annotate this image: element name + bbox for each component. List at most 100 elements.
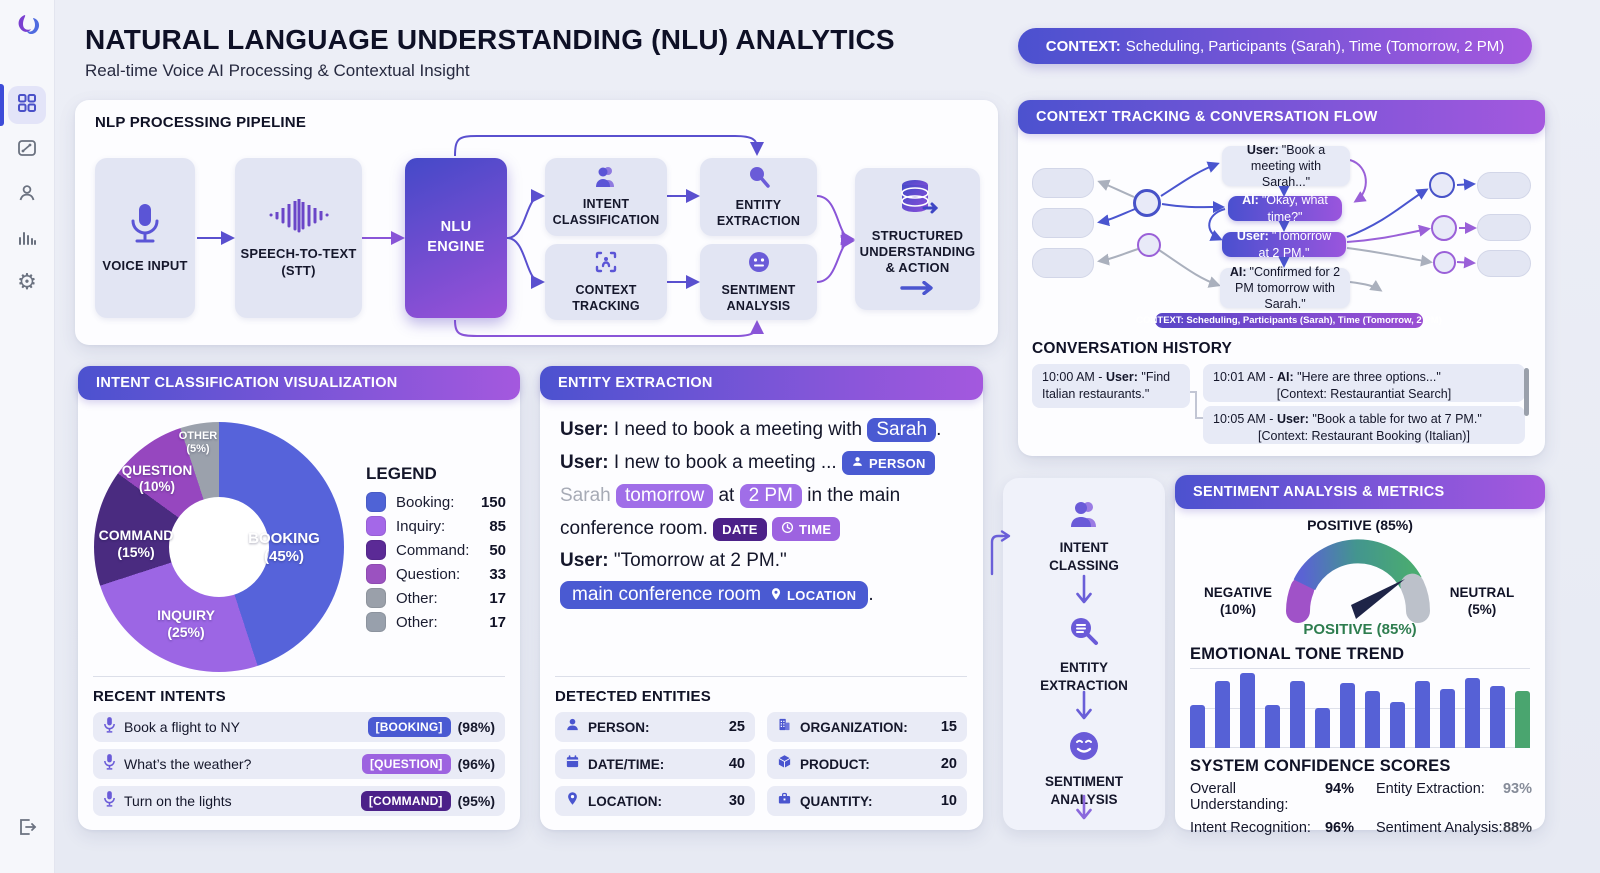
intent-text: Turn on the lights <box>124 793 232 809</box>
legend-row: Booking: 150 <box>366 490 506 514</box>
slice-label-booking: BOOKING(45%) <box>248 530 320 565</box>
entity-stat-value: 20 <box>940 756 957 772</box>
entity-extraction-panel: ENTITY EXTRACTION User: I need to book a… <box>540 366 983 830</box>
person-icon <box>851 455 864 471</box>
legend-label: Booking: <box>396 493 455 511</box>
entity-stat-label: ORGANIZATION: <box>800 719 908 735</box>
tone-bar <box>1340 683 1355 748</box>
tone-bar <box>1440 689 1455 748</box>
legend-value: 17 <box>489 589 506 607</box>
legend-swatch <box>366 612 386 632</box>
legend-label: Other: <box>396 589 438 607</box>
history-item-1: 10:00 AM - User: "Find Italian restauran… <box>1032 364 1190 408</box>
context-tracking-panel: CONTEXT TRACKING & CONVERSATION FLOW <box>1018 100 1545 456</box>
gauge-needle <box>1351 579 1405 619</box>
entity-stat-label: QUANTITY: <box>800 793 873 809</box>
score-value: 94% <box>1324 781 1354 797</box>
entity-stat-label: DATE/TIME: <box>588 756 665 772</box>
score-label: Intent Recognition: <box>1190 820 1311 836</box>
utterance-text: . <box>868 584 874 605</box>
stage-entity-extraction: ENTITY EXTRACTION <box>700 158 817 236</box>
score-label: Sentiment Analysis: <box>1376 820 1503 836</box>
sentiment-panel-header: SENTIMENT ANALYSIS & METRICS <box>1175 475 1545 509</box>
legend-row: Other: 17 <box>366 586 506 610</box>
flow-node-left-2 <box>1032 208 1094 238</box>
entity-type-badge: PERSON <box>842 451 935 475</box>
speaker-label: User: <box>560 550 609 571</box>
tone-bar <box>1415 681 1430 748</box>
flow-connectors <box>1097 159 1477 419</box>
entity-highlight: 2 PM <box>739 484 802 508</box>
building-icon <box>777 717 792 737</box>
entity-line: Sarah tomorrow at 2 PM in the main <box>560 484 969 508</box>
people-icon <box>1067 500 1101 533</box>
logout-icon <box>17 817 37 842</box>
entity-stat-value: 15 <box>940 719 957 735</box>
entity-line: main conference room LOCATION. <box>560 581 969 609</box>
pipeline-title: NLP PROCESSING PIPELINE <box>95 114 307 131</box>
entity-stat: PERSON: 25 <box>555 712 755 742</box>
sidebar-item-users[interactable] <box>8 176 46 214</box>
arrow-down-icon <box>1076 794 1092 820</box>
gauge-top-label: POSITIVE (85%) <box>1307 517 1413 533</box>
entity-stat-label: PERSON: <box>588 719 650 735</box>
context-banner-text: Scheduling, Participants (Sarah), Time (… <box>1125 37 1505 55</box>
recent-intent-row[interactable]: What’s the weather? [QUESTION] (96%) <box>93 749 505 779</box>
recent-intent-row[interactable]: Turn on the lights [COMMAND] (95%) <box>93 786 505 816</box>
legend-value: 17 <box>489 613 506 631</box>
intent-badge: [BOOKING] <box>367 717 451 737</box>
ghost-text: Sarah <box>560 485 611 506</box>
conversation-history-title: CONVERSATION HISTORY <box>1032 340 1233 357</box>
slice-label-command: COMMAND(15%) <box>98 527 174 560</box>
app-logo <box>11 9 47 45</box>
location-tag: LOCATION <box>769 587 856 604</box>
tone-bar <box>1315 708 1330 748</box>
legend-swatch <box>366 588 386 608</box>
entity-stat-value: 10 <box>940 793 957 809</box>
tone-bar <box>1290 681 1305 748</box>
intent-panel-header: INTENT CLASSIFICATION VISUALIZATION <box>78 366 520 400</box>
utterance-text: "Tomorrow at 2 PM." <box>608 550 787 571</box>
score-value: 96% <box>1324 820 1354 836</box>
entity-highlight: tomorrow <box>615 484 714 508</box>
trend-icon <box>17 138 37 163</box>
logout-button[interactable] <box>8 810 46 848</box>
chat-bubble-ai-2: AI:"Confirmed for 2 PM tomorrow with Sar… <box>1220 265 1350 311</box>
flow-node-right-3 <box>1477 250 1531 277</box>
sidebar-item-settings[interactable]: ⚙ <box>8 264 46 302</box>
entity-stat: DATE/TIME: 40 <box>555 749 755 779</box>
flow-step-entity: ENTITY EXTRACTION <box>1003 616 1165 694</box>
page-title: NATURAL LANGUAGE UNDERSTANDING (NLU) ANA… <box>85 24 895 55</box>
intent-text: What’s the weather? <box>124 756 252 772</box>
sidebar-item-analytics[interactable] <box>8 221 46 259</box>
flow-context-pill: CONTEXT: Scheduling, Participants (Sarah… <box>1136 313 1442 328</box>
active-indicator <box>0 84 4 126</box>
magnifier-icon <box>1068 616 1100 653</box>
intent-badge: [QUESTION] <box>361 754 451 774</box>
history-scrollbar[interactable] <box>1524 368 1529 416</box>
gauge-right-label: NEUTRAL(5%) <box>1449 585 1515 617</box>
tone-bar <box>1265 705 1280 748</box>
flow-junction-left-1 <box>1133 189 1161 217</box>
history-item-3: 10:05 AM - User: "Book a table for two a… <box>1203 406 1525 444</box>
entity-stat-label: LOCATION: <box>588 793 662 809</box>
legend-title: LEGEND <box>366 464 437 483</box>
scan-icon <box>594 250 618 279</box>
utterance-text: I new to book a meeting ... <box>608 452 842 473</box>
arrow-down-icon <box>1076 690 1092 720</box>
database-icon <box>896 178 940 223</box>
sidebar-item-trends[interactable] <box>8 131 46 169</box>
magnifier-icon <box>747 165 771 194</box>
recent-intents-title: RECENT INTENTS <box>93 688 226 705</box>
slice-label-other: OTHER(5%) <box>178 429 218 455</box>
intent-confidence: (98%) <box>457 719 495 735</box>
tone-trend-chart <box>1190 668 1530 748</box>
tone-bar <box>1240 673 1255 748</box>
utterance-text: conference room. <box>560 518 714 539</box>
sidebar-item-dashboard[interactable] <box>8 86 46 124</box>
microphone-icon <box>125 201 165 250</box>
recent-intent-row[interactable]: Book a flight to NY [BOOKING] (98%) <box>93 712 505 742</box>
sidebar: ⚙ <box>0 0 55 873</box>
entity-line: User: I new to book a meeting ... PERSON <box>560 451 969 475</box>
